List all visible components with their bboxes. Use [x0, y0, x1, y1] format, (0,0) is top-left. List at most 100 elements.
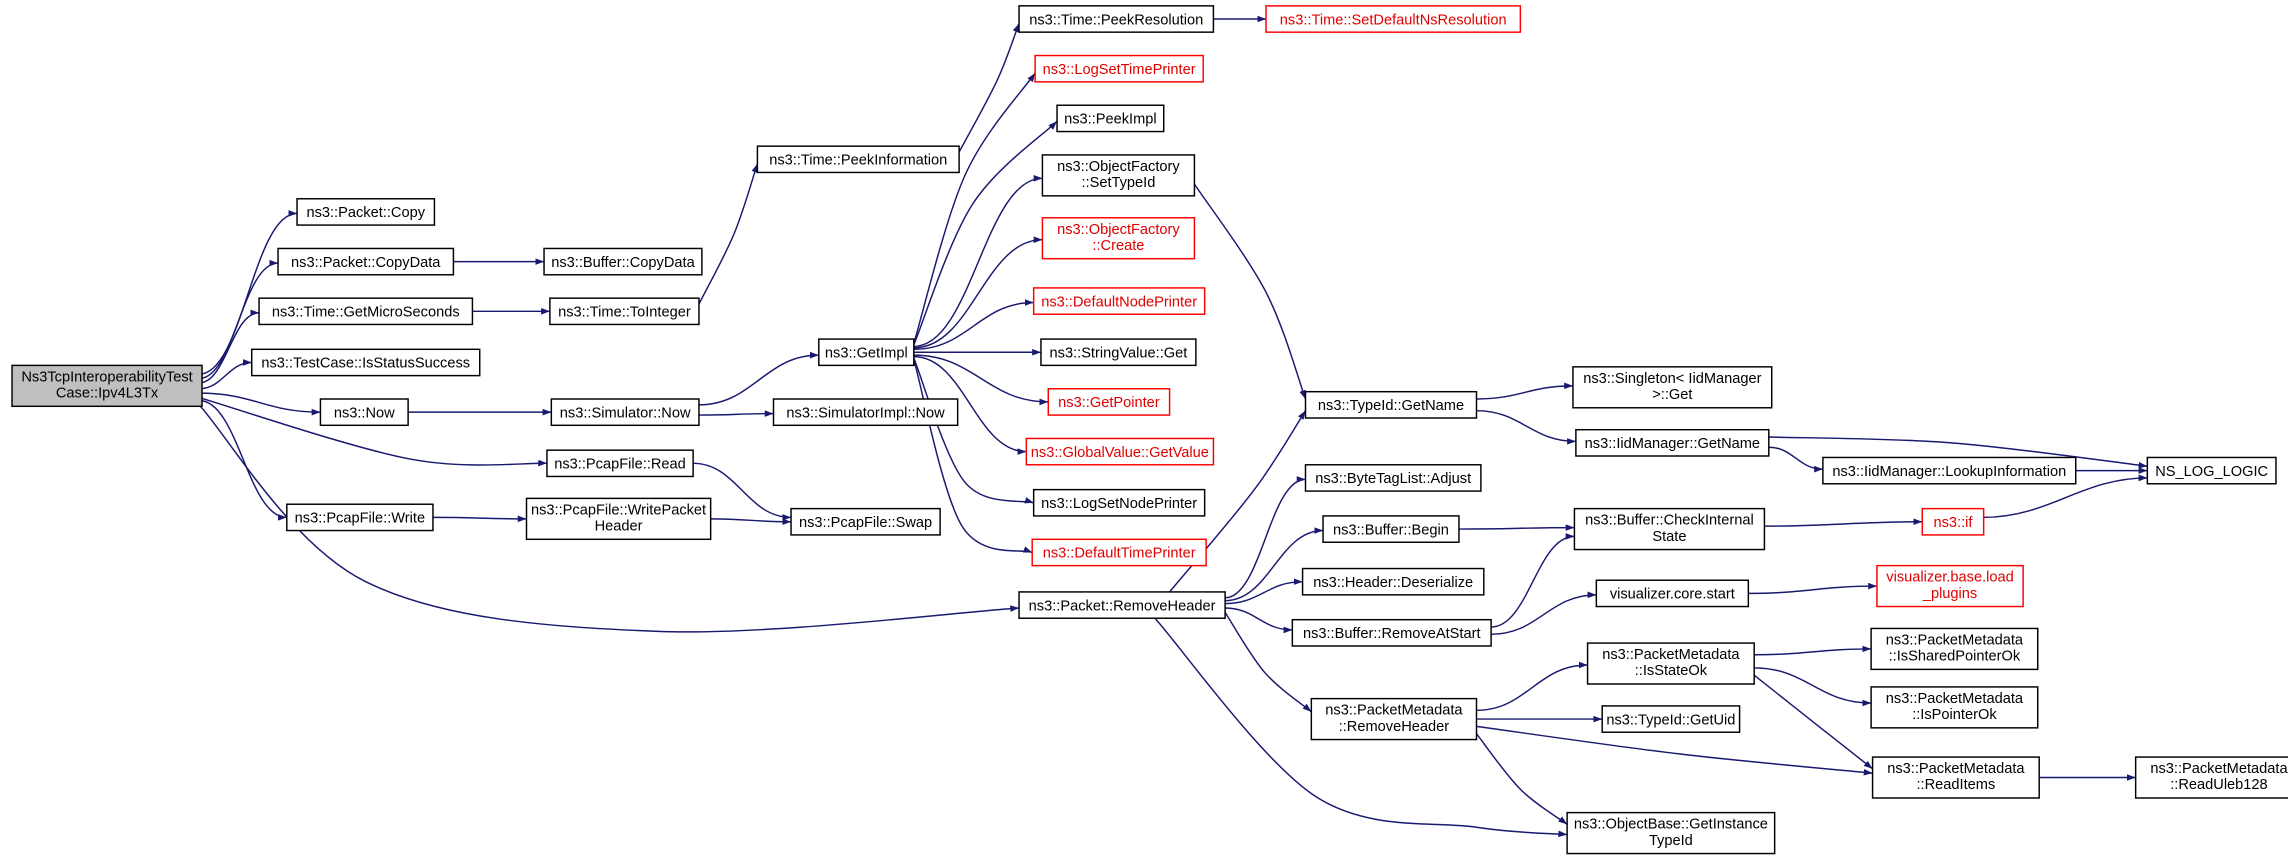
graph-node-typeid-getname[interactable]: ns3::TypeId::GetName	[1304, 390, 1478, 419]
graph-node-box-logsetnodeprinter[interactable]	[1032, 488, 1206, 517]
graph-node-box-objectfactory-create[interactable]	[1041, 217, 1196, 260]
graph-node-box-packet-copydata[interactable]	[277, 247, 455, 276]
graph-node-box-time-getmicroseconds[interactable]	[258, 297, 474, 326]
graph-node-stringvalue-get[interactable]: ns3::StringValue::Get	[1040, 338, 1197, 367]
graph-node-peekimpl[interactable]: ns3::PeekImpl	[1056, 104, 1165, 133]
graph-node-box-time-tointeger[interactable]	[549, 297, 700, 326]
graph-node-box-packetmetadata-issharedpointerok[interactable]	[1870, 627, 2039, 671]
graph-node-box-packet-copy[interactable]	[296, 198, 436, 226]
graph-node-objectfactory-create[interactable]: ns3::ObjectFactory::Create	[1041, 217, 1196, 260]
graph-node-box-simulator-now[interactable]	[550, 398, 700, 427]
graph-node-iidmanager-getname[interactable]: ns3::IidManager::GetName	[1575, 428, 1770, 457]
graph-node-box-defaultnodeprinter[interactable]	[1032, 287, 1206, 315]
graph-node-visualizer-base-load-plugins[interactable]: visualizer.base.load_plugins	[1876, 564, 2024, 608]
graph-node-time-getmicroseconds[interactable]: ns3::Time::GetMicroSeconds	[258, 297, 474, 326]
graph-node-box-stringvalue-get[interactable]	[1040, 338, 1197, 367]
graph-node-buffer-begin[interactable]: ns3::Buffer::Begin	[1322, 515, 1460, 543]
graph-node-pcapfile-write[interactable]: ns3::PcapFile::Write	[286, 503, 434, 532]
graph-node-packetmetadata-removeheader[interactable]: ns3::PacketMetadata::RemoveHeader	[1310, 697, 1478, 741]
graph-node-typeid-getuid[interactable]: ns3::TypeId::GetUid	[1601, 705, 1741, 733]
graph-node-box-root[interactable]	[11, 364, 203, 408]
graph-node-box-pcapfile-read[interactable]	[546, 449, 694, 478]
graph-node-box-buffer-begin[interactable]	[1322, 515, 1460, 543]
graph-node-box-packetmetadata-isstateok[interactable]	[1586, 642, 1755, 685]
graph-node-packet-copy[interactable]: ns3::Packet::Copy	[296, 198, 436, 226]
graph-node-objectfactory-settypeid[interactable]: ns3::ObjectFactory::SetTypeId	[1041, 154, 1196, 197]
graph-node-box-packetmetadata-readuleb128[interactable]	[2134, 756, 2288, 799]
graph-node-box-buffer-removeatstart[interactable]	[1291, 618, 1492, 647]
graph-node-box-visualizer-base-load-plugins[interactable]	[1876, 564, 2024, 608]
graph-node-box-packetmetadata-ispointerok[interactable]	[1870, 686, 2039, 729]
graph-node-iidmanager-lookupinformation[interactable]: ns3::IidManager::LookupInformation	[1822, 456, 2077, 485]
graph-node-box-time-peekinformation[interactable]	[756, 145, 960, 174]
graph-node-box-getpointer[interactable]	[1047, 388, 1171, 416]
graph-node-pcapfile-read[interactable]: ns3::PcapFile::Read	[546, 449, 694, 478]
graph-node-box-now[interactable]	[319, 398, 409, 427]
graph-node-box-objectbase-getinstancetypeid[interactable]	[1566, 811, 1776, 855]
graph-node-packetmetadata-readitems[interactable]: ns3::PacketMetadata::ReadItems	[1871, 756, 2040, 799]
graph-node-box-packet-removeheader[interactable]	[1018, 591, 1226, 619]
graph-node-time-tointeger[interactable]: ns3::Time::ToInteger	[549, 297, 700, 326]
graph-node-box-ns-log-logic[interactable]	[2146, 456, 2277, 485]
graph-node-box-getimpl[interactable]	[818, 338, 915, 367]
graph-node-box-buffer-checkinternalstate[interactable]	[1573, 507, 1766, 551]
graph-node-now[interactable]: ns3::Now	[319, 398, 409, 427]
graph-node-box-iidmanager-lookupinformation[interactable]	[1822, 456, 2077, 485]
graph-node-box-typeid-getuid[interactable]	[1601, 705, 1741, 733]
graph-node-box-iidmanager-getname[interactable]	[1575, 428, 1770, 457]
graph-node-packetmetadata-isstateok[interactable]: ns3::PacketMetadata::IsStateOk	[1586, 642, 1755, 685]
graph-node-box-defaulttimeprinter[interactable]	[1031, 538, 1207, 567]
graph-node-box-packetmetadata-removeheader[interactable]	[1310, 697, 1478, 741]
graph-node-globalvalue-getvalue[interactable]: ns3::GlobalValue::GetValue	[1025, 437, 1215, 466]
graph-node-box-pcapfile-swap[interactable]	[790, 507, 941, 536]
graph-node-box-objectfactory-settypeid[interactable]	[1041, 154, 1196, 197]
graph-node-buffer-removeatstart[interactable]: ns3::Buffer::RemoveAtStart	[1291, 618, 1492, 647]
graph-node-box-pcapfile-writepacketheader[interactable]	[525, 497, 712, 541]
graph-node-box-visualizer-core-start[interactable]	[1595, 579, 1750, 608]
graph-node-buffer-copydata[interactable]: ns3::Buffer::CopyData	[543, 247, 703, 276]
graph-node-header-deserialize[interactable]: ns3::Header::Deserialize	[1301, 567, 1485, 596]
graph-node-box-globalvalue-getvalue[interactable]	[1025, 437, 1215, 466]
graph-node-time-peekresolution[interactable]: ns3::Time::PeekResolution	[1018, 5, 1215, 33]
graph-node-pcapfile-swap[interactable]: ns3::PcapFile::Swap	[790, 507, 941, 536]
graph-node-ns-log-logic[interactable]: NS_LOG_LOGIC	[2146, 456, 2277, 485]
graph-node-testcase-isstatussuccess[interactable]: ns3::TestCase::IsStatusSuccess	[250, 348, 481, 377]
graph-node-box-testcase-isstatussuccess[interactable]	[250, 348, 481, 377]
graph-node-box-buffer-copydata[interactable]	[543, 247, 703, 276]
graph-node-box-peekimpl[interactable]	[1056, 104, 1165, 133]
graph-node-box-typeid-getname[interactable]	[1304, 390, 1478, 419]
graph-node-box-simulatorimpl-now[interactable]	[772, 398, 959, 427]
graph-node-logsetnodeprinter[interactable]: ns3::LogSetNodePrinter	[1032, 488, 1206, 517]
graph-node-packetmetadata-issharedpointerok[interactable]: ns3::PacketMetadata::IsSharedPointerOk	[1870, 627, 2039, 671]
graph-node-singleton-iidmanager-get[interactable]: ns3::Singleton< IidManager>::Get	[1572, 366, 1773, 409]
graph-node-visualizer-core-start[interactable]: visualizer.core.start	[1595, 579, 1750, 608]
graph-node-defaultnodeprinter[interactable]: ns3::DefaultNodePrinter	[1032, 287, 1206, 315]
graph-node-box-singleton-iidmanager-get[interactable]	[1572, 366, 1773, 409]
graph-node-logsettimeprinter[interactable]: ns3::LogSetTimePrinter	[1034, 54, 1204, 83]
graph-node-packet-removeheader[interactable]: ns3::Packet::RemoveHeader	[1018, 591, 1226, 619]
graph-node-box-time-setdefaultnsresolution[interactable]	[1265, 5, 1522, 33]
graph-node-bytetaglist-adjust[interactable]: ns3::ByteTagList::Adjust	[1304, 464, 1482, 492]
graph-node-box-logsettimeprinter[interactable]	[1034, 54, 1204, 83]
graph-node-box-packetmetadata-readitems[interactable]	[1871, 756, 2040, 799]
graph-node-packet-copydata[interactable]: ns3::Packet::CopyData	[277, 247, 455, 276]
graph-node-box-header-deserialize[interactable]	[1301, 567, 1485, 596]
graph-node-box-time-peekresolution[interactable]	[1018, 5, 1215, 33]
graph-node-getpointer[interactable]: ns3::GetPointer	[1047, 388, 1171, 416]
graph-node-simulator-now[interactable]: ns3::Simulator::Now	[550, 398, 700, 427]
graph-node-getimpl[interactable]: ns3::GetImpl	[818, 338, 915, 367]
graph-node-time-setdefaultnsresolution[interactable]: ns3::Time::SetDefaultNsResolution	[1265, 5, 1522, 33]
graph-node-packetmetadata-readuleb128[interactable]: ns3::PacketMetadata::ReadUleb128	[2134, 756, 2288, 799]
graph-node-box-pcapfile-write[interactable]	[286, 503, 434, 532]
graph-node-packetmetadata-ispointerok[interactable]: ns3::PacketMetadata::IsPointerOk	[1870, 686, 2039, 729]
graph-node-box-bytetaglist-adjust[interactable]	[1304, 464, 1482, 492]
graph-node-box-ns3-if[interactable]	[1921, 507, 1985, 536]
graph-node-defaulttimeprinter[interactable]: ns3::DefaultTimePrinter	[1031, 538, 1207, 567]
graph-node-simulatorimpl-now[interactable]: ns3::SimulatorImpl::Now	[772, 398, 959, 427]
graph-node-time-peekinformation[interactable]: ns3::Time::PeekInformation	[756, 145, 960, 174]
graph-node-ns3-if[interactable]: ns3::if	[1921, 507, 1985, 536]
